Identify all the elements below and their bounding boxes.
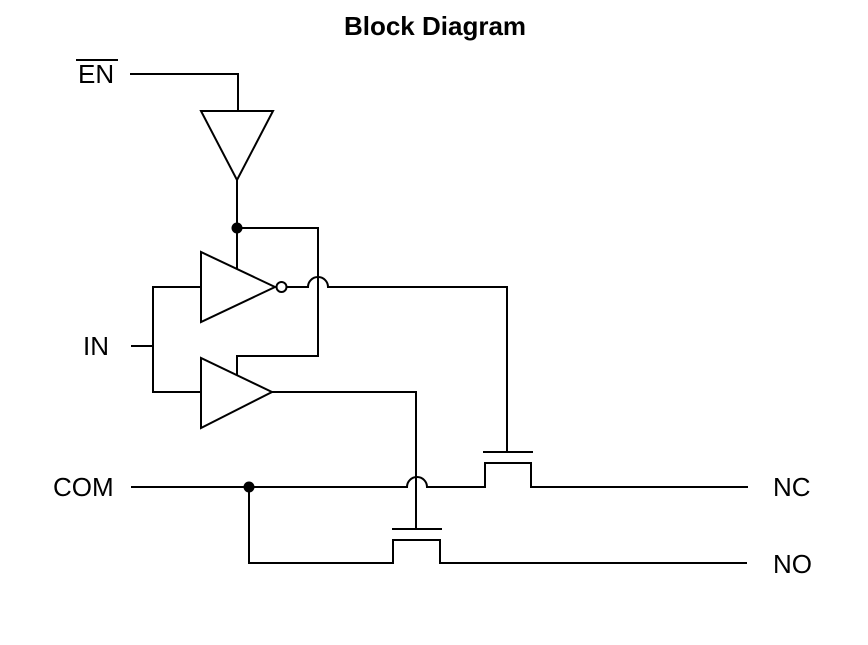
wire-en-input — [130, 73, 239, 111]
wire-com-to-no — [248, 487, 747, 564]
enable-buffer-icon — [199, 110, 275, 183]
com-port-label: COM — [53, 472, 114, 502]
diagram-title: Block Diagram — [344, 11, 526, 41]
junction-dot-com — [243, 481, 255, 493]
no-port-label: NO — [773, 549, 812, 579]
wire-buffer-to-no-gate — [272, 391, 417, 529]
en-port-label: EN — [78, 59, 114, 89]
wire-inverter-to-nc-gate — [286, 276, 508, 452]
buffer-icon — [200, 356, 275, 430]
in-port-label: IN — [83, 331, 109, 361]
nc-port-label: NC — [773, 472, 811, 502]
inverter-icon — [200, 250, 278, 324]
junction-dot-enable — [231, 222, 243, 234]
wire-in-split — [152, 286, 201, 393]
inverter-bubble-icon — [275, 281, 288, 293]
wire-com-to-nc — [131, 462, 748, 488]
wire-node-to-buffer-enable — [236, 227, 319, 376]
